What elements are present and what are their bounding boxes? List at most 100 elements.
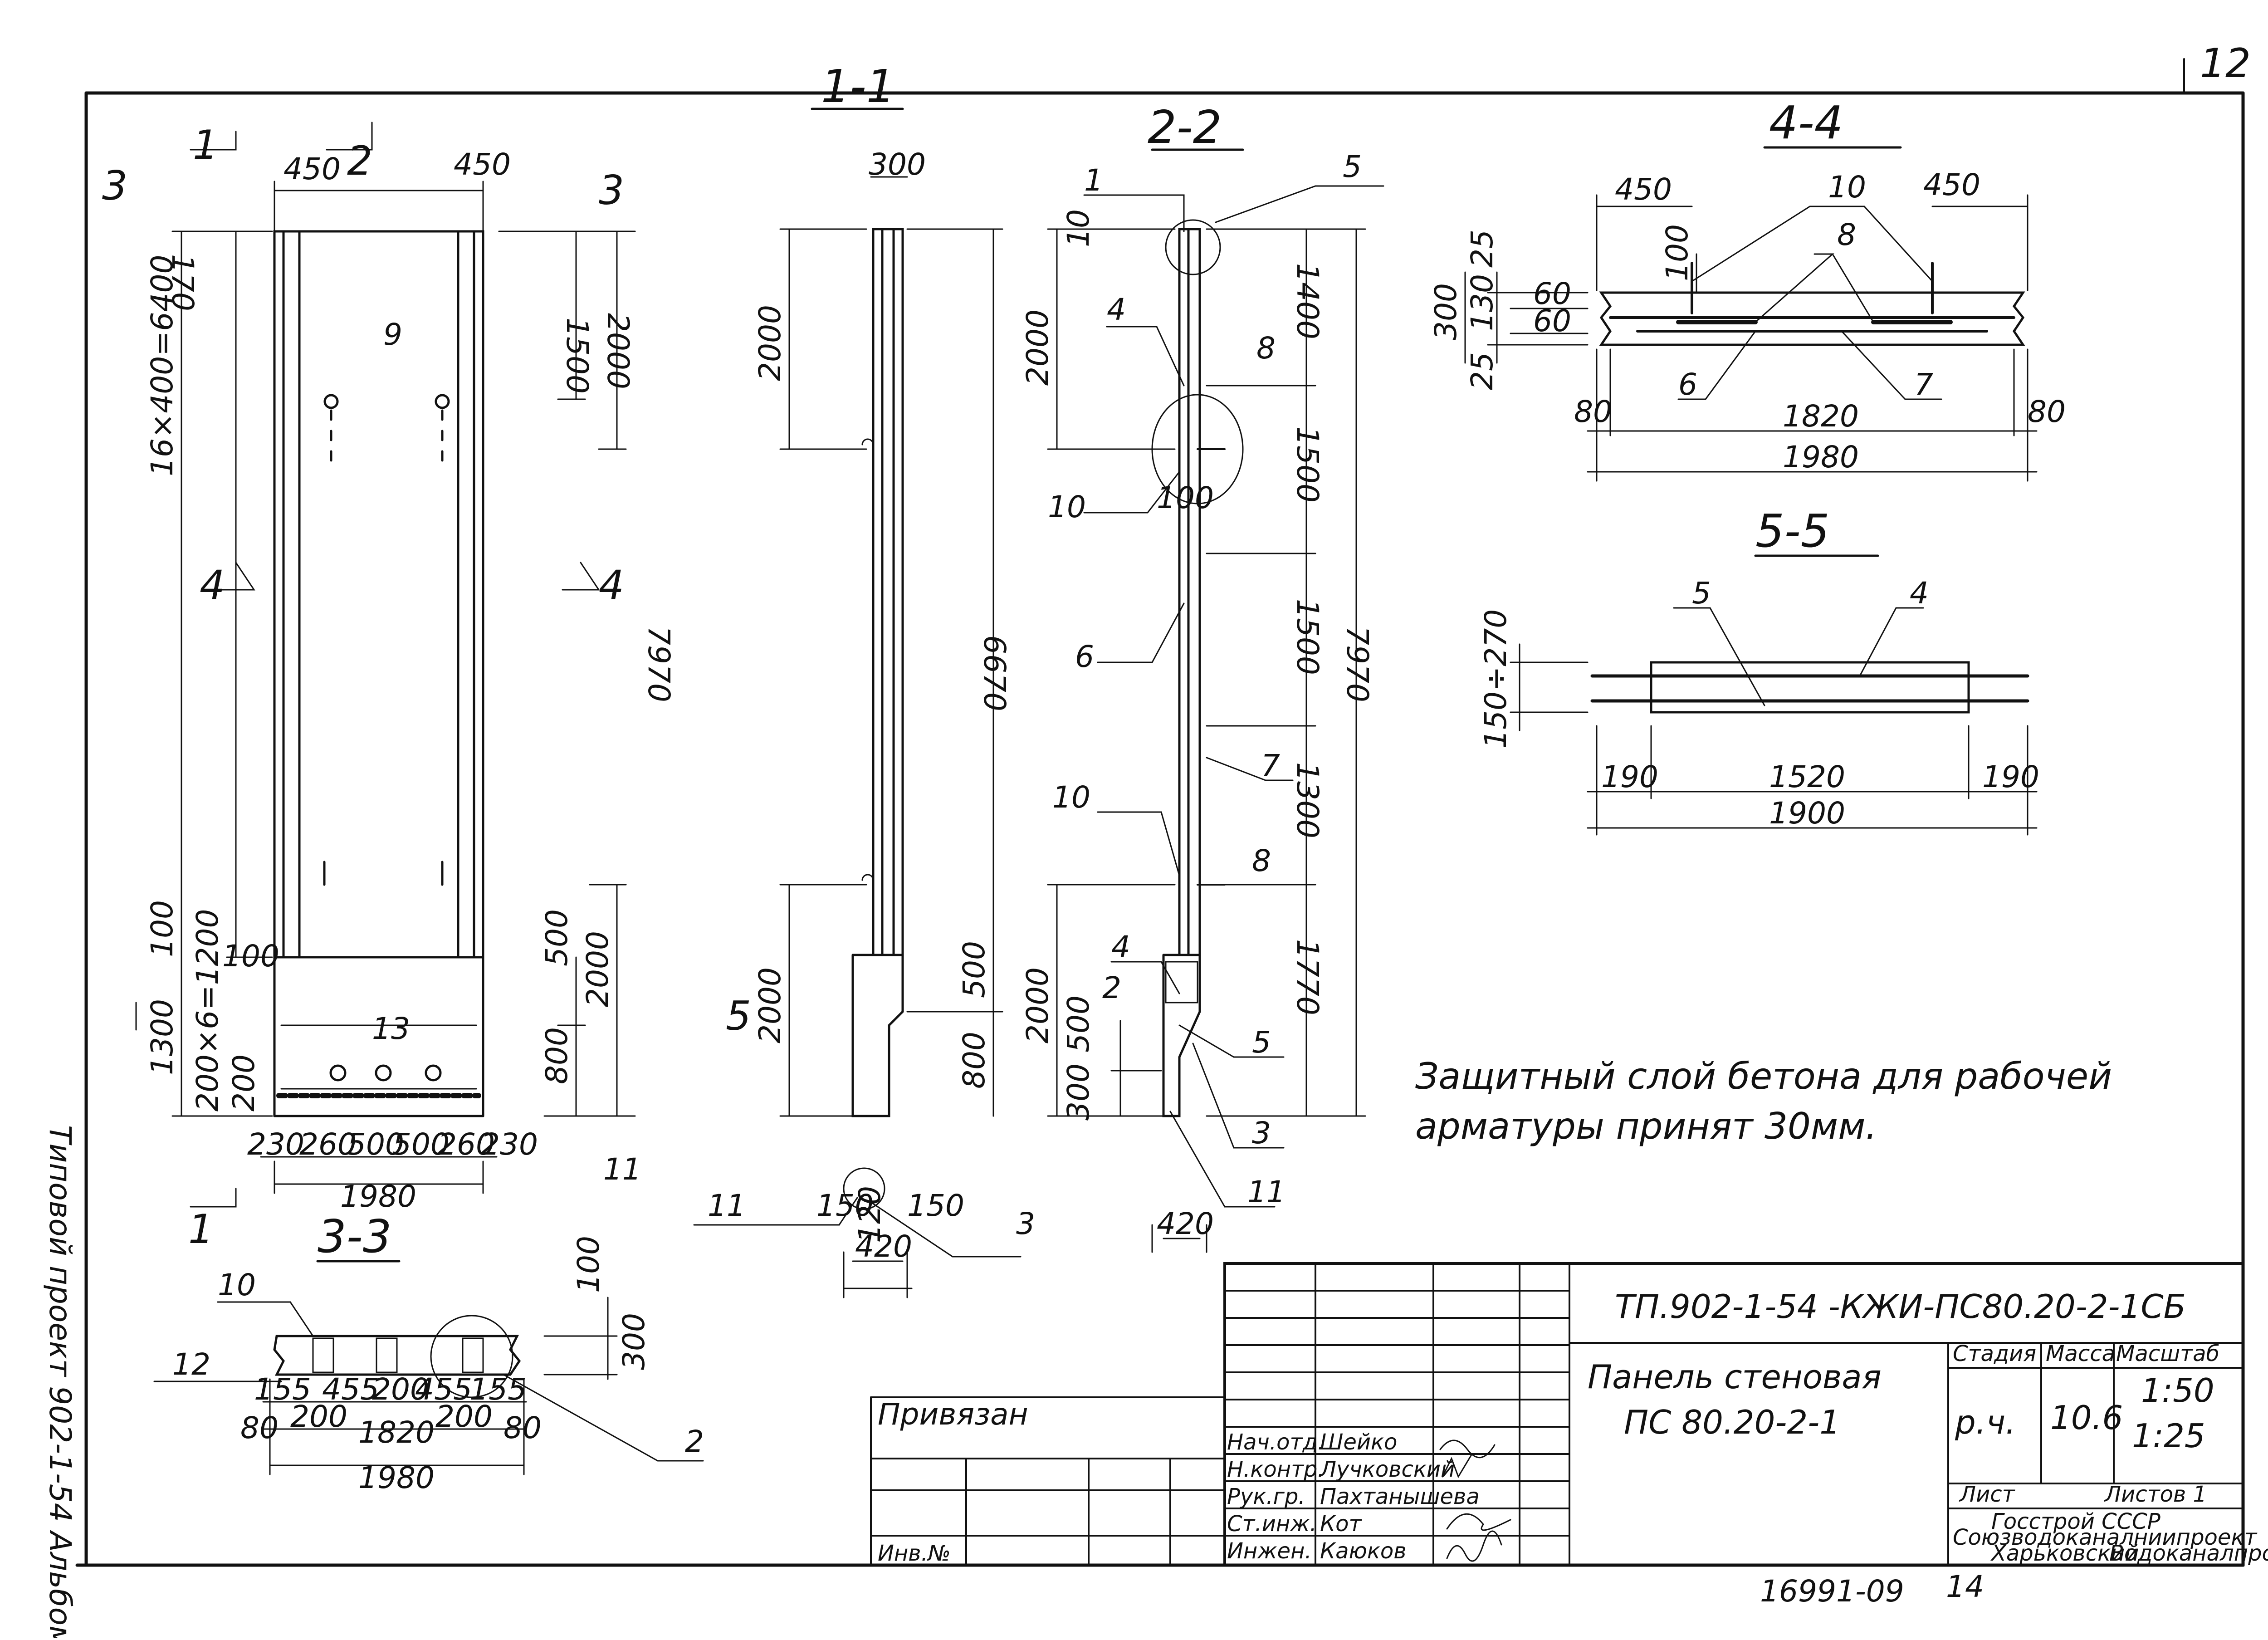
s33-labels: 3-3 10 12 2 100 300 155 455 200 455 155 … xyxy=(172,1210,704,1495)
s22-pos-8a: 8 xyxy=(1256,331,1276,366)
s44-dim-450a: 450 xyxy=(1615,172,1672,207)
s44-dim-300: 300 xyxy=(1428,283,1463,340)
s33-row2-80b: 80 xyxy=(503,1410,542,1445)
s22-pos-7: 7 xyxy=(1261,748,1280,783)
tb-sheet-header: Лист xyxy=(1959,1482,2016,1507)
panel-front-view xyxy=(273,230,484,1117)
s11-dim-500: 500 xyxy=(957,941,992,998)
s22-pos-1: 1 xyxy=(1084,163,1103,198)
plan-dim-200x6: 200×6=1200 xyxy=(190,909,225,1111)
s22-pos-8b: 8 xyxy=(1252,843,1271,878)
section-title-3-3: 3-3 xyxy=(318,1210,391,1263)
s55-dim-190a: 190 xyxy=(1601,759,1658,794)
s22-pos-3: 3 xyxy=(1252,1116,1271,1150)
s11-dim-2000b: 2000 xyxy=(753,967,787,1043)
s22-dim-2000: 2000 xyxy=(1020,309,1055,386)
cut-mark-3-right: 3 xyxy=(599,167,624,214)
tb-name-3: Пахтанышева xyxy=(1320,1484,1480,1509)
s44-dimension-lines xyxy=(1464,146,2038,482)
s11-b420: 420 xyxy=(855,1229,912,1264)
s22-dim-10: 10 xyxy=(1061,209,1096,247)
tb-stage: р.ч. xyxy=(1955,1403,2016,1441)
tb-org-1: Госстрой СССР xyxy=(1991,1509,2160,1534)
s11-dim-800: 800 xyxy=(957,1032,992,1089)
plan-dim-100b: 100 xyxy=(222,939,279,974)
s55-pos-5: 5 xyxy=(1692,576,1711,611)
plan-dimension-lines xyxy=(135,122,636,1208)
s44-dim-60b: 60 xyxy=(1533,304,1571,338)
section-title-2-2: 2-2 xyxy=(1148,101,1222,154)
section-4-4 xyxy=(1599,262,2025,346)
s44-dim-60a: 60 xyxy=(1533,276,1571,311)
s11-top: 300 xyxy=(869,147,926,182)
archive-number: 16991-09 xyxy=(1760,1574,1904,1609)
tb-stage-header: Стадия xyxy=(1953,1341,2036,1366)
tb-mass-header: Масса xyxy=(2046,1341,2115,1366)
plan-bottom-500a: 500 xyxy=(347,1127,404,1162)
tb-name-2: Лучковский xyxy=(1319,1457,1455,1482)
plan-dim-2000b: 2000 xyxy=(580,931,615,1007)
cut-mark-2-top: 2 xyxy=(347,137,372,184)
signature-1 xyxy=(1439,1439,1496,1459)
s44-pos-6: 6 xyxy=(1678,367,1697,402)
s55-dimension-lines xyxy=(1510,554,2038,836)
s33-row1-455b: 455 xyxy=(415,1372,472,1407)
tb-role-4: Ст.инж. xyxy=(1227,1511,1317,1537)
s22-pos-4b: 4 xyxy=(1111,930,1130,964)
s33-row2-200a: 200 xyxy=(290,1399,347,1434)
s33-row1-155a: 155 xyxy=(254,1372,311,1407)
s33-dim-300: 300 xyxy=(616,1313,651,1370)
tb-privyazan: Привязан xyxy=(878,1397,1028,1432)
section-1-1 xyxy=(843,228,904,1210)
s44-dim-80b: 80 xyxy=(2028,394,2066,429)
plan-dim-2000a: 2000 xyxy=(601,313,635,389)
s33-dimension-lines xyxy=(153,1260,704,1475)
s22-pos-5a: 5 xyxy=(1343,149,1362,184)
tb-drawing-code: ТП.902-1-54 -КЖИ-ПС80.20-2-1СБ xyxy=(1615,1288,2186,1326)
tb-role-2: Н.контр. xyxy=(1227,1457,1325,1482)
cut-mark-4-left: 4 xyxy=(200,562,225,608)
section-3-3 xyxy=(273,1315,521,1398)
s44-dim-80a: 80 xyxy=(1574,394,1612,429)
tb-scale-header: Масштаб xyxy=(2116,1341,2219,1366)
s33-row1-200: 200 xyxy=(372,1372,429,1407)
plan-dim-7970: 7970 xyxy=(641,626,676,702)
s22-dim-1500a: 1500 xyxy=(1290,426,1325,503)
s33-pos-12: 12 xyxy=(172,1347,210,1382)
tb-org-2: Союзводоканалниипроект xyxy=(1953,1525,2258,1550)
archive-sheet: 14 xyxy=(1946,1569,1984,1604)
plan-dim-1300: 1300 xyxy=(145,999,180,1075)
tb-role-3: Рук.гр. xyxy=(1227,1484,1305,1509)
s22-pos-4a: 4 xyxy=(1107,292,1126,327)
s44-pos-8: 8 xyxy=(1837,217,1856,252)
tb-scale-2: 1:25 xyxy=(2132,1417,2205,1455)
section-title-5-5: 5-5 xyxy=(1755,504,1829,558)
s11-labels: 1-1 300 2000 6670 2000 500 800 150 120 1… xyxy=(708,60,1035,1264)
plan-bottom-260a: 260 xyxy=(299,1127,357,1162)
s22-dim-100: 100 xyxy=(1157,480,1214,515)
plan-dim-800: 800 xyxy=(539,1027,574,1084)
s11-b150b: 150 xyxy=(907,1188,964,1223)
tb-role-1: Нач.отд. xyxy=(1227,1429,1325,1455)
cut-mark-3-left: 3 xyxy=(102,162,127,209)
plan-bottom-230b: 230 xyxy=(481,1127,538,1162)
s22-dimension-lines xyxy=(1047,148,1384,1253)
s44-dim-1980: 1980 xyxy=(1783,440,1859,475)
s22-pos-10b: 10 xyxy=(1052,780,1090,815)
cut-mark-1-bottom: 1 xyxy=(188,1206,214,1253)
tb-sheets-count: Листов 1 xyxy=(2104,1482,2207,1507)
note-line-1: Защитный слой бетона для рабочей xyxy=(1415,1055,2112,1097)
tb-name-1: Шейко xyxy=(1320,1429,1397,1455)
s44-dim-130: 130 xyxy=(1465,274,1500,331)
s55-dim-1520: 1520 xyxy=(1769,759,1845,794)
signature-2 xyxy=(1442,1453,1473,1478)
section-5-5 xyxy=(1590,661,2029,714)
s11-dim-6670: 6670 xyxy=(977,635,1012,711)
signature-5 xyxy=(1446,1530,1502,1562)
s55-pos-4: 4 xyxy=(1910,576,1929,611)
s33-pos-10: 10 xyxy=(218,1268,256,1302)
s22-dim-1300: 1300 xyxy=(1290,762,1325,838)
s22-dim-1500b: 1500 xyxy=(1290,599,1325,675)
